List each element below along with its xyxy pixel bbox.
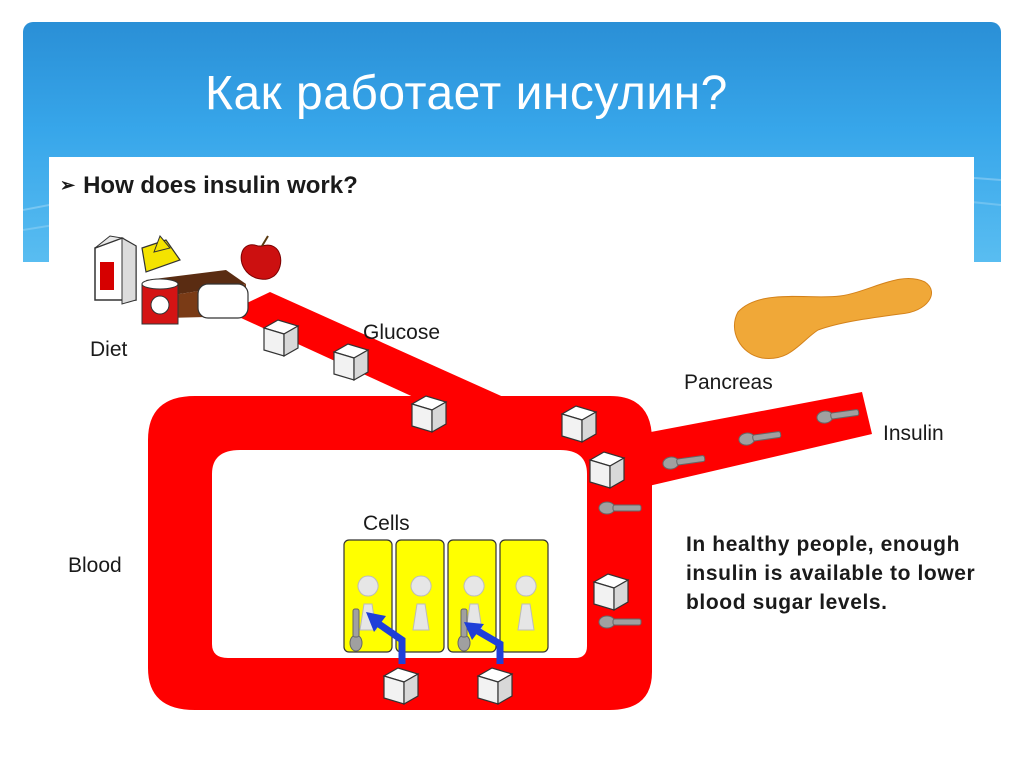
arrow-head xyxy=(366,612,386,632)
sugar-cube-icon xyxy=(561,405,597,443)
cheese-icon xyxy=(141,235,181,273)
label-glucose: Glucose xyxy=(363,321,441,344)
label-cells: Cells xyxy=(363,512,410,535)
slide-title: Как работает инсулин? xyxy=(205,67,728,120)
apple-icon xyxy=(240,235,282,280)
subtitle-text: How does insulin work? xyxy=(83,172,358,199)
sugar-cube-icon xyxy=(411,395,447,433)
bullet-arrow-icon: ➢ xyxy=(60,175,76,195)
arrow-head xyxy=(464,622,484,640)
insulin-diagram xyxy=(94,235,932,710)
cells-group xyxy=(343,539,549,664)
sugar-cube-icon xyxy=(589,451,625,489)
receptor xyxy=(410,575,432,631)
label-pancreas: Pancreas xyxy=(684,371,773,394)
label-insulin: Insulin xyxy=(883,422,944,445)
diagram-subtitle: ➢ How does insulin work? xyxy=(60,172,358,200)
explanation-note: In healthy people, enough insulin is ava… xyxy=(686,533,976,614)
sugar-cube-icon xyxy=(263,319,299,357)
sugar-cube-icon xyxy=(333,343,369,381)
milk-carton-icon xyxy=(94,235,137,305)
pancreas-icon xyxy=(733,277,932,359)
label-diet: Diet xyxy=(90,338,128,361)
arrow-icon xyxy=(474,626,504,664)
arrow-icon xyxy=(374,619,406,664)
blood-vessel-loop xyxy=(148,396,652,710)
label-blood: Blood xyxy=(68,554,122,577)
glucose-channel xyxy=(228,292,510,400)
sugar-cube-icon xyxy=(593,573,629,611)
receptor xyxy=(515,575,537,631)
sugar-cube-icon xyxy=(477,667,513,705)
sugar-cube-icon xyxy=(383,667,419,705)
can-icon xyxy=(141,278,179,325)
